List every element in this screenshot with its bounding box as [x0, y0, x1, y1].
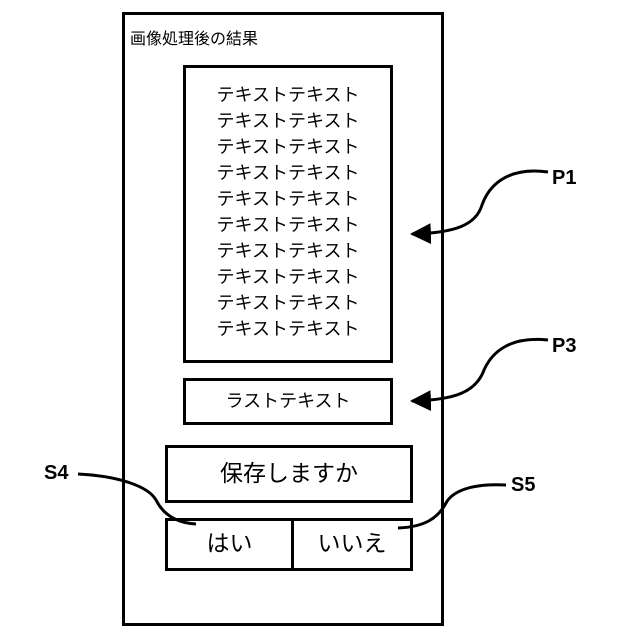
screen-title: 画像処理後の結果 [130, 28, 258, 50]
callout-p3-label: P3 [552, 335, 576, 357]
callout-p1-label: P1 [552, 167, 576, 189]
text-line: テキストテキスト [186, 109, 390, 135]
save-prompt: 保存しますか [165, 445, 413, 503]
text-line: テキストテキスト [186, 213, 390, 239]
text-line: テキストテキスト [186, 83, 390, 109]
text-line: テキストテキスト [186, 291, 390, 317]
text-line: テキストテキスト [186, 317, 390, 343]
text-line: テキストテキスト [186, 265, 390, 291]
last-text-box: ラストテキスト [183, 378, 393, 425]
yes-button[interactable]: はい [165, 518, 294, 571]
recognized-text-lines: テキストテキスト テキストテキスト テキストテキスト テキストテキスト テキスト… [186, 83, 390, 343]
text-line: テキストテキスト [186, 187, 390, 213]
text-line: テキストテキスト [186, 135, 390, 161]
callout-s4-label: S4 [44, 462, 69, 484]
callout-s5-label: S5 [511, 474, 535, 496]
text-line: テキストテキスト [186, 161, 390, 187]
no-button[interactable]: いいえ [291, 518, 413, 571]
text-line: テキストテキスト [186, 239, 390, 265]
recognized-text-box: テキストテキスト テキストテキスト テキストテキスト テキストテキスト テキスト… [183, 65, 393, 363]
